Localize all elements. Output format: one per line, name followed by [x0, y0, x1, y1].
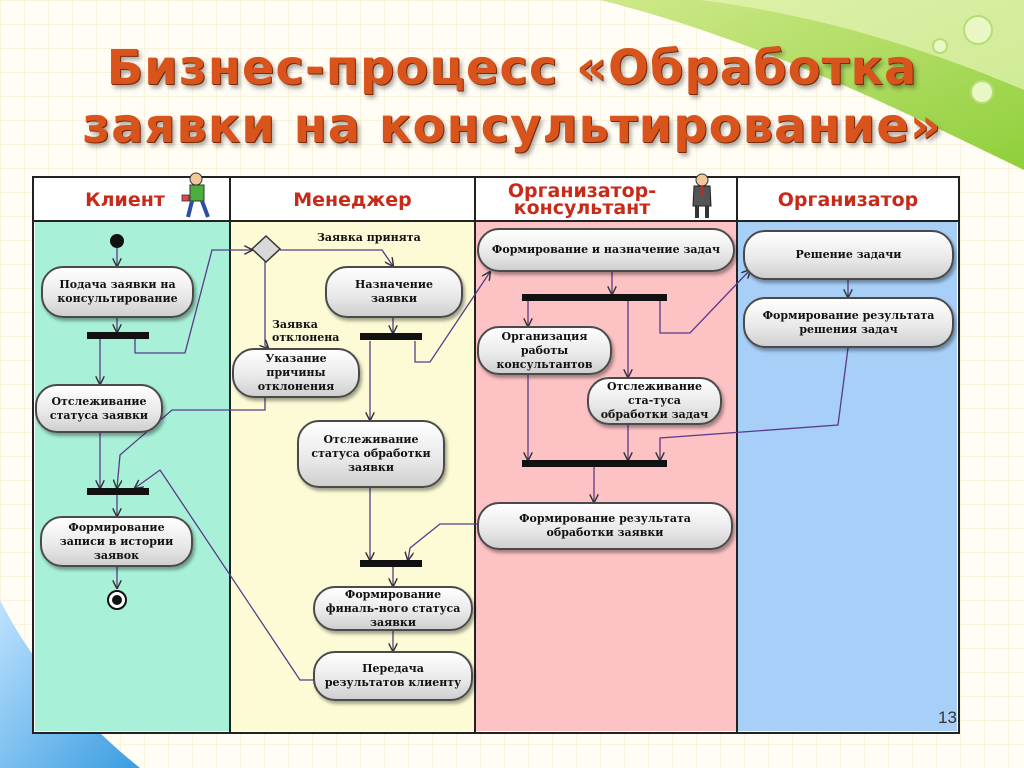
consultant-person-icon — [692, 173, 712, 218]
join-bar — [87, 488, 149, 495]
join-bar — [360, 560, 422, 567]
activity-rejection-reason: Указание причины отклонения — [232, 348, 360, 398]
fork-bar — [522, 294, 667, 301]
slide-title-line2: заявки на консультирование» — [82, 98, 942, 154]
droplet-icon — [963, 15, 993, 45]
lane-consultant-organizer — [475, 222, 737, 731]
start-node — [110, 234, 124, 248]
lane-header-line: консультант — [513, 197, 651, 219]
activity-form-processing-result: Формирование результата обработки заявки — [477, 502, 733, 550]
activity-organize-consultants: Организация работы консультантов — [477, 326, 612, 375]
activity-solve-tasks: Решение задачи — [743, 230, 954, 280]
lane-header-line: Организатор- — [507, 180, 657, 202]
flow-lines — [100, 248, 848, 681]
lane-header-manager: Менеджер — [293, 188, 412, 211]
activity-form-tasks-result: Формирование результата решения задач — [743, 297, 954, 348]
slide-title-line1: Бизнес-процесс «Обработка — [106, 40, 918, 96]
activity-track-processing: Отслеживание статуса обработки заявки — [297, 420, 445, 488]
activity-transfer-results: Передача результатов клиенту — [313, 651, 473, 701]
lane-header-consultant-organizer: Организатор- консультант — [477, 180, 687, 220]
fork-bar — [87, 332, 149, 339]
activity-history-record: Формирование записи в истории заявок — [40, 516, 193, 567]
guard-rejected: Заявка отклонена — [272, 318, 340, 344]
activity-final-status: Формирование финаль-ного статуса заявки — [313, 586, 473, 631]
activity-track-tasks: Отслеживание ста-туса обработки задач — [587, 377, 722, 425]
fork-bar — [360, 333, 422, 340]
client-person-icon — [181, 172, 210, 218]
guard-accepted: Заявка принята — [317, 231, 421, 244]
decision-diamond — [250, 234, 282, 264]
lane-header-client: Клиент — [85, 188, 165, 211]
activity-form-tasks: Формирование и назначение задач — [477, 228, 735, 272]
activity-submit-request: Подача заявки на консультирование — [41, 266, 194, 318]
activity-track-request: Отслеживание статуса заявки — [35, 384, 163, 433]
page-number: 13 — [938, 708, 957, 727]
activity-assign-request: Назначение заявки — [325, 266, 463, 318]
join-bar — [522, 460, 667, 467]
lane-header-organizer: Организатор — [777, 188, 919, 211]
